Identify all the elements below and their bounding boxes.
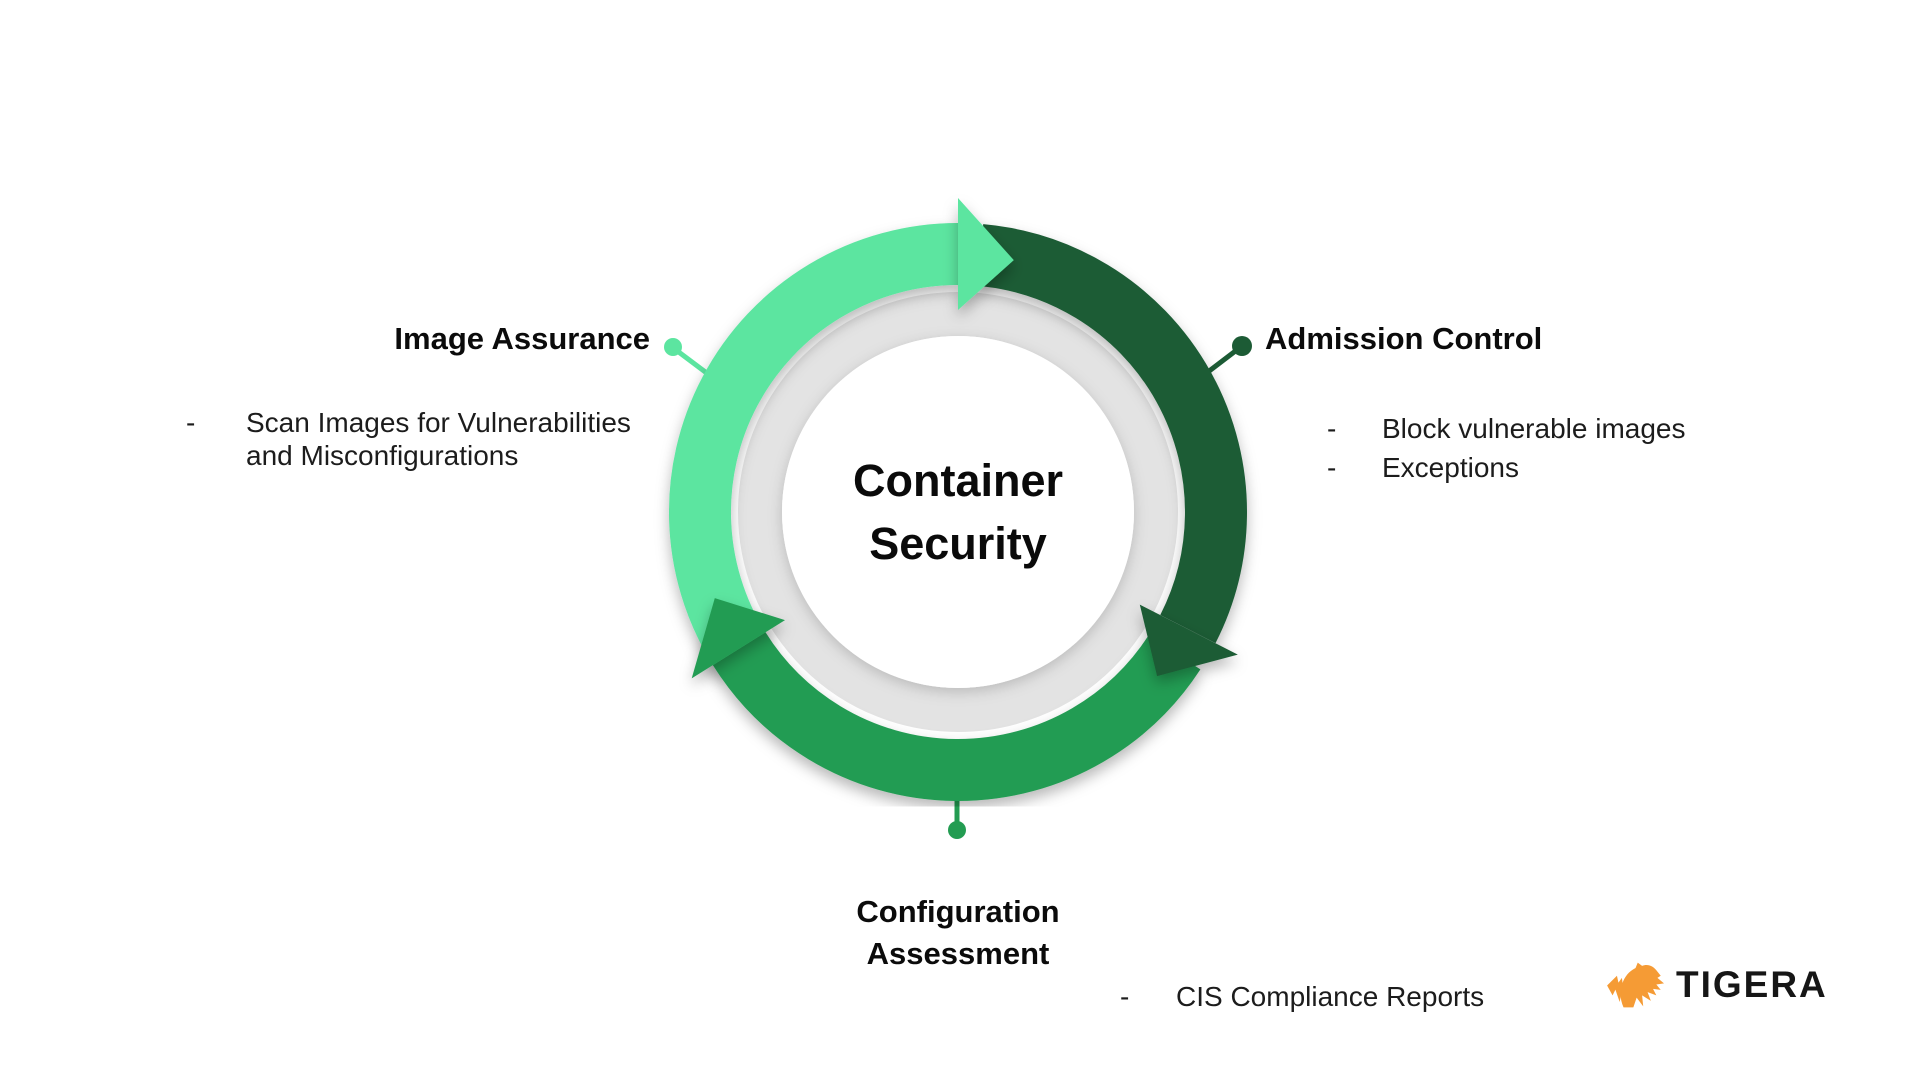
- inner-gray-ring: [738, 292, 1178, 732]
- tigera-wordmark: TIGERA: [1676, 964, 1828, 1005]
- bullet-text: Block vulnerable images: [1382, 413, 1686, 444]
- image-assurance-bullets: - Scan Images for Vulnerabilities and Mi…: [186, 406, 706, 472]
- heading-image-assurance: Image Assurance: [394, 321, 650, 356]
- image-assurance-arc: [669, 223, 959, 674]
- center-circle: [782, 336, 1134, 688]
- bullet-dash: -: [1327, 452, 1337, 483]
- tiger-stripe-left: [1607, 975, 1619, 996]
- bullet-dash: -: [1327, 413, 1337, 444]
- bullet-text: Scan Images for Vulnerabilities and Misc…: [246, 407, 631, 471]
- image-assurance-arrowhead: [958, 198, 1014, 310]
- tiger-stripe-mid: [1614, 977, 1623, 1002]
- admission-control-arrowhead: [1139, 604, 1238, 677]
- configuration-assessment-arrowhead: [691, 598, 785, 679]
- bullet-text: CIS Compliance Reports: [1176, 981, 1485, 1012]
- list-item: - Block vulnerable images: [1327, 412, 1686, 445]
- heading-configuration-assessment: Configuration Assessment: [708, 891, 1208, 975]
- tiger-head-shape: [1620, 962, 1664, 1008]
- heading-line2: Assessment: [866, 936, 1050, 971]
- admission-control-arc: [977, 224, 1247, 644]
- configuration-assessment-bullets: - CIS Compliance Reports: [1120, 980, 1484, 1013]
- configuration-assessment-dot: [948, 821, 966, 839]
- configuration-assessment-arc: [712, 632, 1201, 801]
- heading-admission-control: Admission Control: [1265, 321, 1543, 356]
- bullet-text: Exceptions: [1382, 452, 1519, 483]
- center-title-line2: Security: [869, 518, 1047, 569]
- image-assurance-dot: [664, 338, 682, 356]
- list-item: - Scan Images for Vulnerabilities and Mi…: [186, 406, 706, 472]
- tigera-logo: TIGERA: [1606, 960, 1828, 1010]
- heading-line1: Configuration: [856, 894, 1060, 929]
- list-item: - Exceptions: [1327, 451, 1686, 484]
- admission-control-bullets: - Block vulnerable images - Exceptions: [1327, 412, 1686, 490]
- center-title: Container Security: [708, 449, 1208, 575]
- tiger-head-icon: [1607, 962, 1664, 1008]
- bullet-dash: -: [1120, 981, 1130, 1012]
- admission-control-dot: [1232, 336, 1252, 356]
- center-title-line1: Container: [852, 455, 1063, 506]
- list-item: - CIS Compliance Reports: [1120, 980, 1484, 1013]
- bullet-dash: -: [186, 407, 196, 438]
